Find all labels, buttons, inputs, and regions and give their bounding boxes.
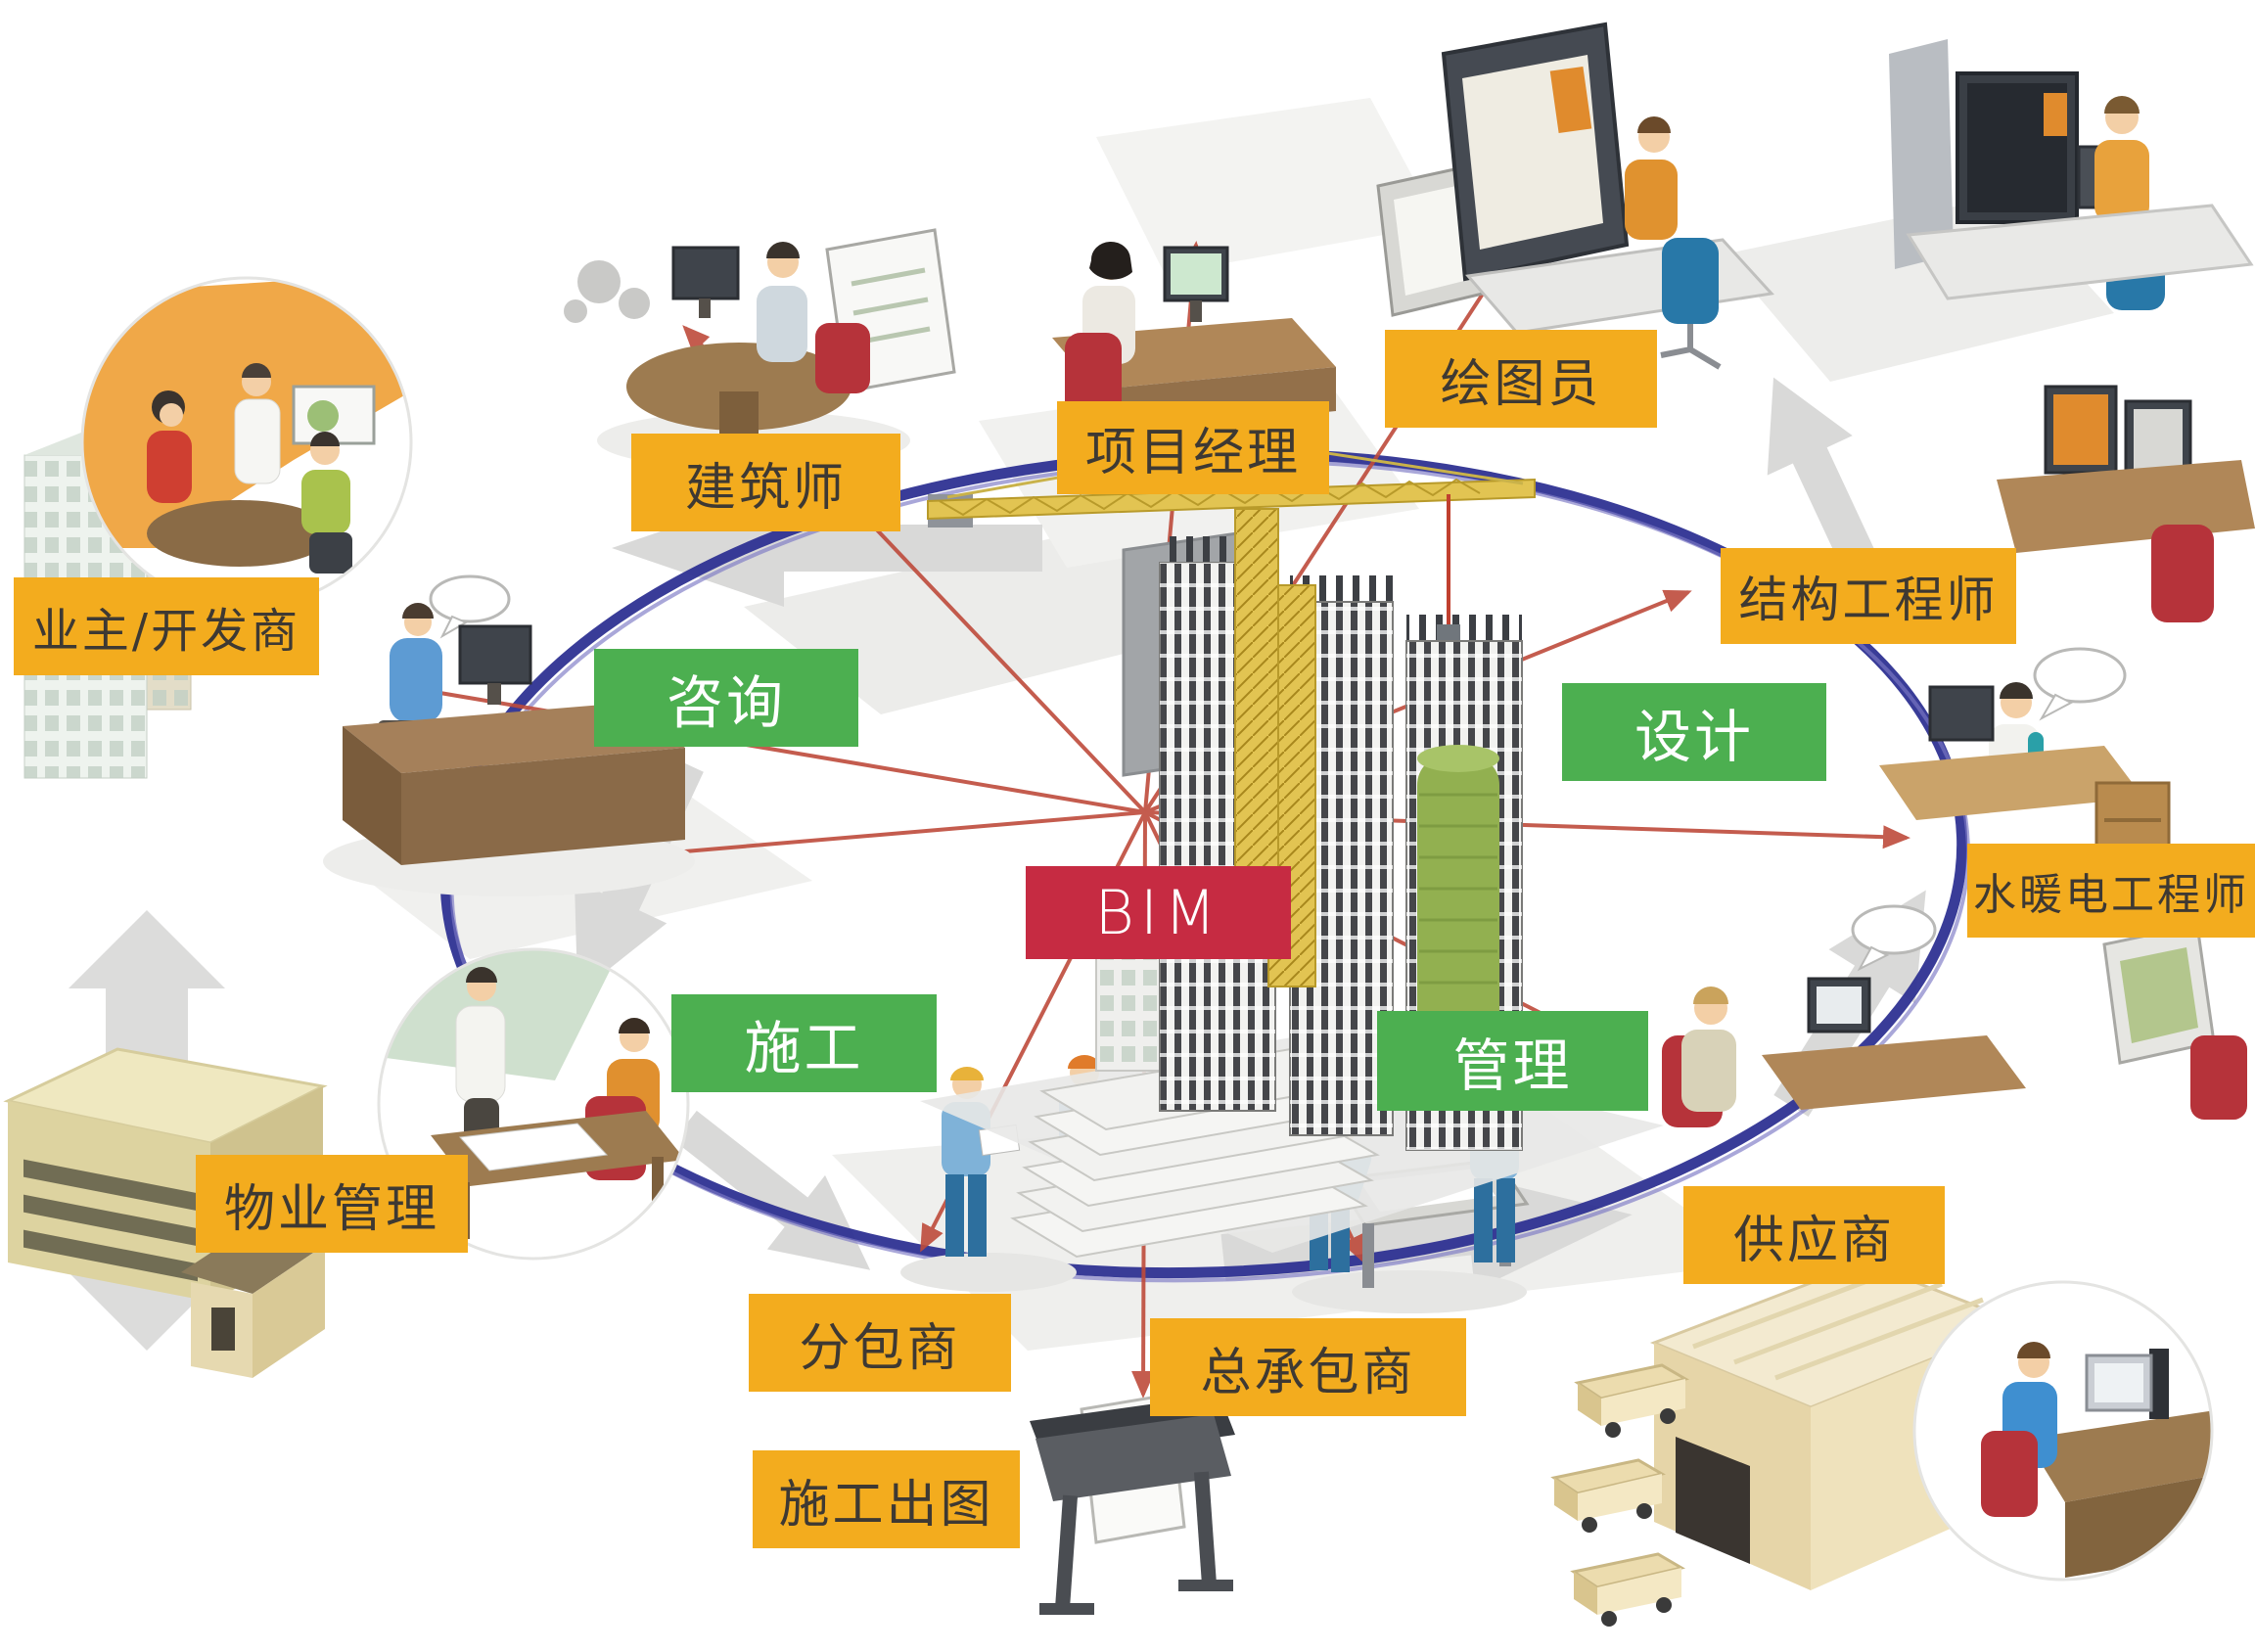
right-drafting-desk-illustration <box>2102 923 2247 1120</box>
cycle-arrow-top-right <box>1767 377 1882 581</box>
green-cylinder-tower <box>1417 745 1499 1078</box>
stakeholder-label-draftsman: 绘图员 <box>1385 330 1657 428</box>
stakeholder-label-general-contractor: 总承包商 <box>1150 1318 1466 1416</box>
draftsman-workstation-illustration <box>1376 22 1774 370</box>
bim-model-illustration <box>920 440 1664 1259</box>
stakeholder-label-mep-engineer: 水暖电工程师 <box>1967 844 2255 938</box>
center-label-bim: BIM <box>1026 866 1291 959</box>
stakeholder-label-owner-developer: 业主/开发商 <box>14 577 319 675</box>
owner-desk-illustration <box>323 574 695 896</box>
phase-label-design: 设计 <box>1562 683 1826 781</box>
stakeholder-label-project-manager: 项目经理 <box>1057 401 1329 494</box>
plotter-illustration <box>1030 1393 1235 1615</box>
truck-illustrations <box>1550 1363 1690 1627</box>
stakeholder-label-property-management: 物业管理 <box>196 1155 468 1253</box>
stakeholder-label-subcontractor: 分包商 <box>749 1294 1011 1392</box>
top-right-workstation-illustration <box>1889 39 2254 310</box>
phase-label-consulting: 咨询 <box>594 649 858 747</box>
tower-crane-illustration <box>927 440 1536 921</box>
project-manager-desk-illustration <box>1052 242 1336 435</box>
phase-label-construction: 施工 <box>671 994 937 1092</box>
supplier-office-inset <box>1912 1280 2214 1582</box>
phase-label-management: 管理 <box>1377 1011 1648 1111</box>
cycle-arrow-bottom-left <box>673 1110 871 1270</box>
meeting-room-inset <box>80 276 413 609</box>
mep-engineer-desk-illustration <box>1879 647 2171 895</box>
decorative-dots <box>564 260 650 323</box>
stakeholder-label-structural-engineer: 结构工程师 <box>1721 548 2016 644</box>
structural-engineer-desk-illustration <box>1997 385 2255 622</box>
management-desk-illustration <box>1662 904 2026 1127</box>
stakeholder-label-construction-drawing-output: 施工出图 <box>753 1450 1020 1548</box>
stakeholder-label-architect: 建筑师 <box>631 434 900 531</box>
stakeholder-label-supplier: 供应商 <box>1683 1186 1945 1284</box>
